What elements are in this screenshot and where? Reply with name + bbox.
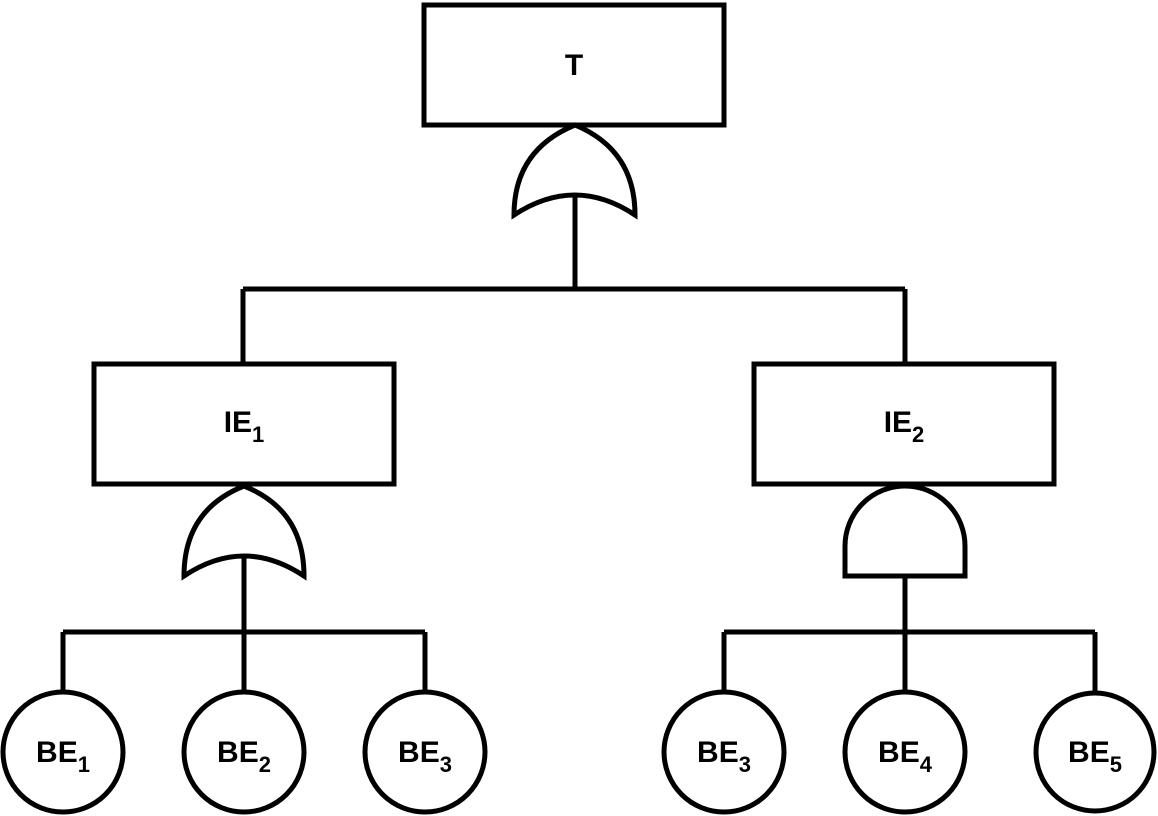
top-event-label: T (565, 49, 583, 82)
svg-text:BE5: BE5 (1068, 736, 1122, 777)
intermediate-event-1-label: IE1 (224, 406, 265, 447)
or-gate-left (181, 483, 307, 581)
svg-text:BE3: BE3 (398, 736, 452, 777)
and-gate-right (842, 483, 968, 579)
intermediate-event-2-label: IE2 (884, 406, 925, 447)
svg-text:BE4: BE4 (878, 736, 933, 777)
svg-text:BE2: BE2 (217, 736, 271, 777)
connector-left (60, 550, 428, 692)
connector-top (240, 195, 908, 364)
connector-right (721, 576, 1098, 692)
basic-event-1: BE1 (0, 689, 126, 815)
connectors (60, 195, 1098, 692)
basic-event-3: BE3 (362, 689, 488, 815)
basic-event-4: BE3 (661, 689, 787, 815)
or-gate-top (511, 122, 638, 220)
intermediate-event-2: IE2 (751, 361, 1057, 487)
intermediate-event-1-box (91, 361, 397, 487)
intermediate-event-1: IE1 (91, 361, 397, 487)
svg-text:BE1: BE1 (36, 736, 90, 777)
top-event: T (421, 2, 727, 128)
basic-event-6: BE5 (1033, 690, 1157, 814)
top-event-box (421, 2, 727, 128)
basic-event-2: BE2 (181, 689, 307, 815)
basic-event-5: BE4 (842, 689, 968, 815)
svg-text:BE3: BE3 (697, 736, 751, 777)
